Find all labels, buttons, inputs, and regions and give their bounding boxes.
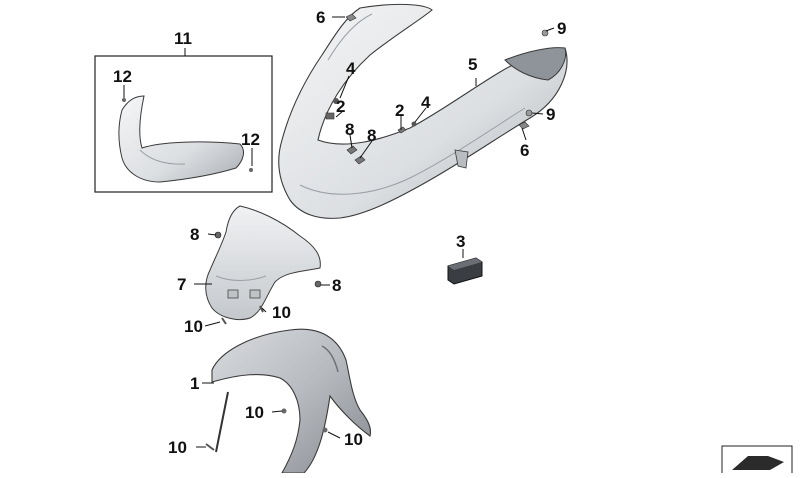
leader-lines xyxy=(123,16,555,448)
callout-2-right: 2 xyxy=(395,101,405,120)
callout-5: 5 xyxy=(468,55,478,74)
callout-8-bracket-right: 8 xyxy=(332,276,342,295)
callout-10-fender-left: 10 xyxy=(168,438,187,457)
callout-10-fender-mid: 10 xyxy=(245,403,264,422)
reference-symbol-icon xyxy=(721,445,793,477)
callout-12-bottom: 12 xyxy=(241,130,260,149)
callout-9-top: 9 xyxy=(557,19,567,38)
callout-4-right: 4 xyxy=(421,93,431,112)
callout-9-right: 9 xyxy=(546,105,556,124)
bracket-part-7 xyxy=(205,205,322,325)
front-fender-part-1 xyxy=(205,328,372,474)
callout-8-upper-left: 8 xyxy=(345,120,355,139)
callout-6-top: 6 xyxy=(316,8,326,27)
callout-8-upper-right: 8 xyxy=(367,126,377,145)
callout-1: 1 xyxy=(190,374,200,393)
callout-2-left: 2 xyxy=(336,97,346,116)
callout-10-bracket-left: 10 xyxy=(184,317,203,336)
clip-part-3 xyxy=(447,257,483,285)
callout-6-right: 6 xyxy=(520,141,530,160)
callout-8-bracket-left: 8 xyxy=(190,225,200,244)
callout-3: 3 xyxy=(456,232,466,251)
upper-fairing-part xyxy=(278,3,568,219)
inset-box-part-11 xyxy=(94,55,273,193)
callout-11: 11 xyxy=(174,29,192,48)
callout-12-top: 12 xyxy=(113,67,132,86)
callout-7: 7 xyxy=(177,275,187,294)
callout-10-bracket-right: 10 xyxy=(272,303,291,322)
callout-10-fender-right: 10 xyxy=(344,430,363,449)
callout-4-left: 4 xyxy=(346,59,356,78)
